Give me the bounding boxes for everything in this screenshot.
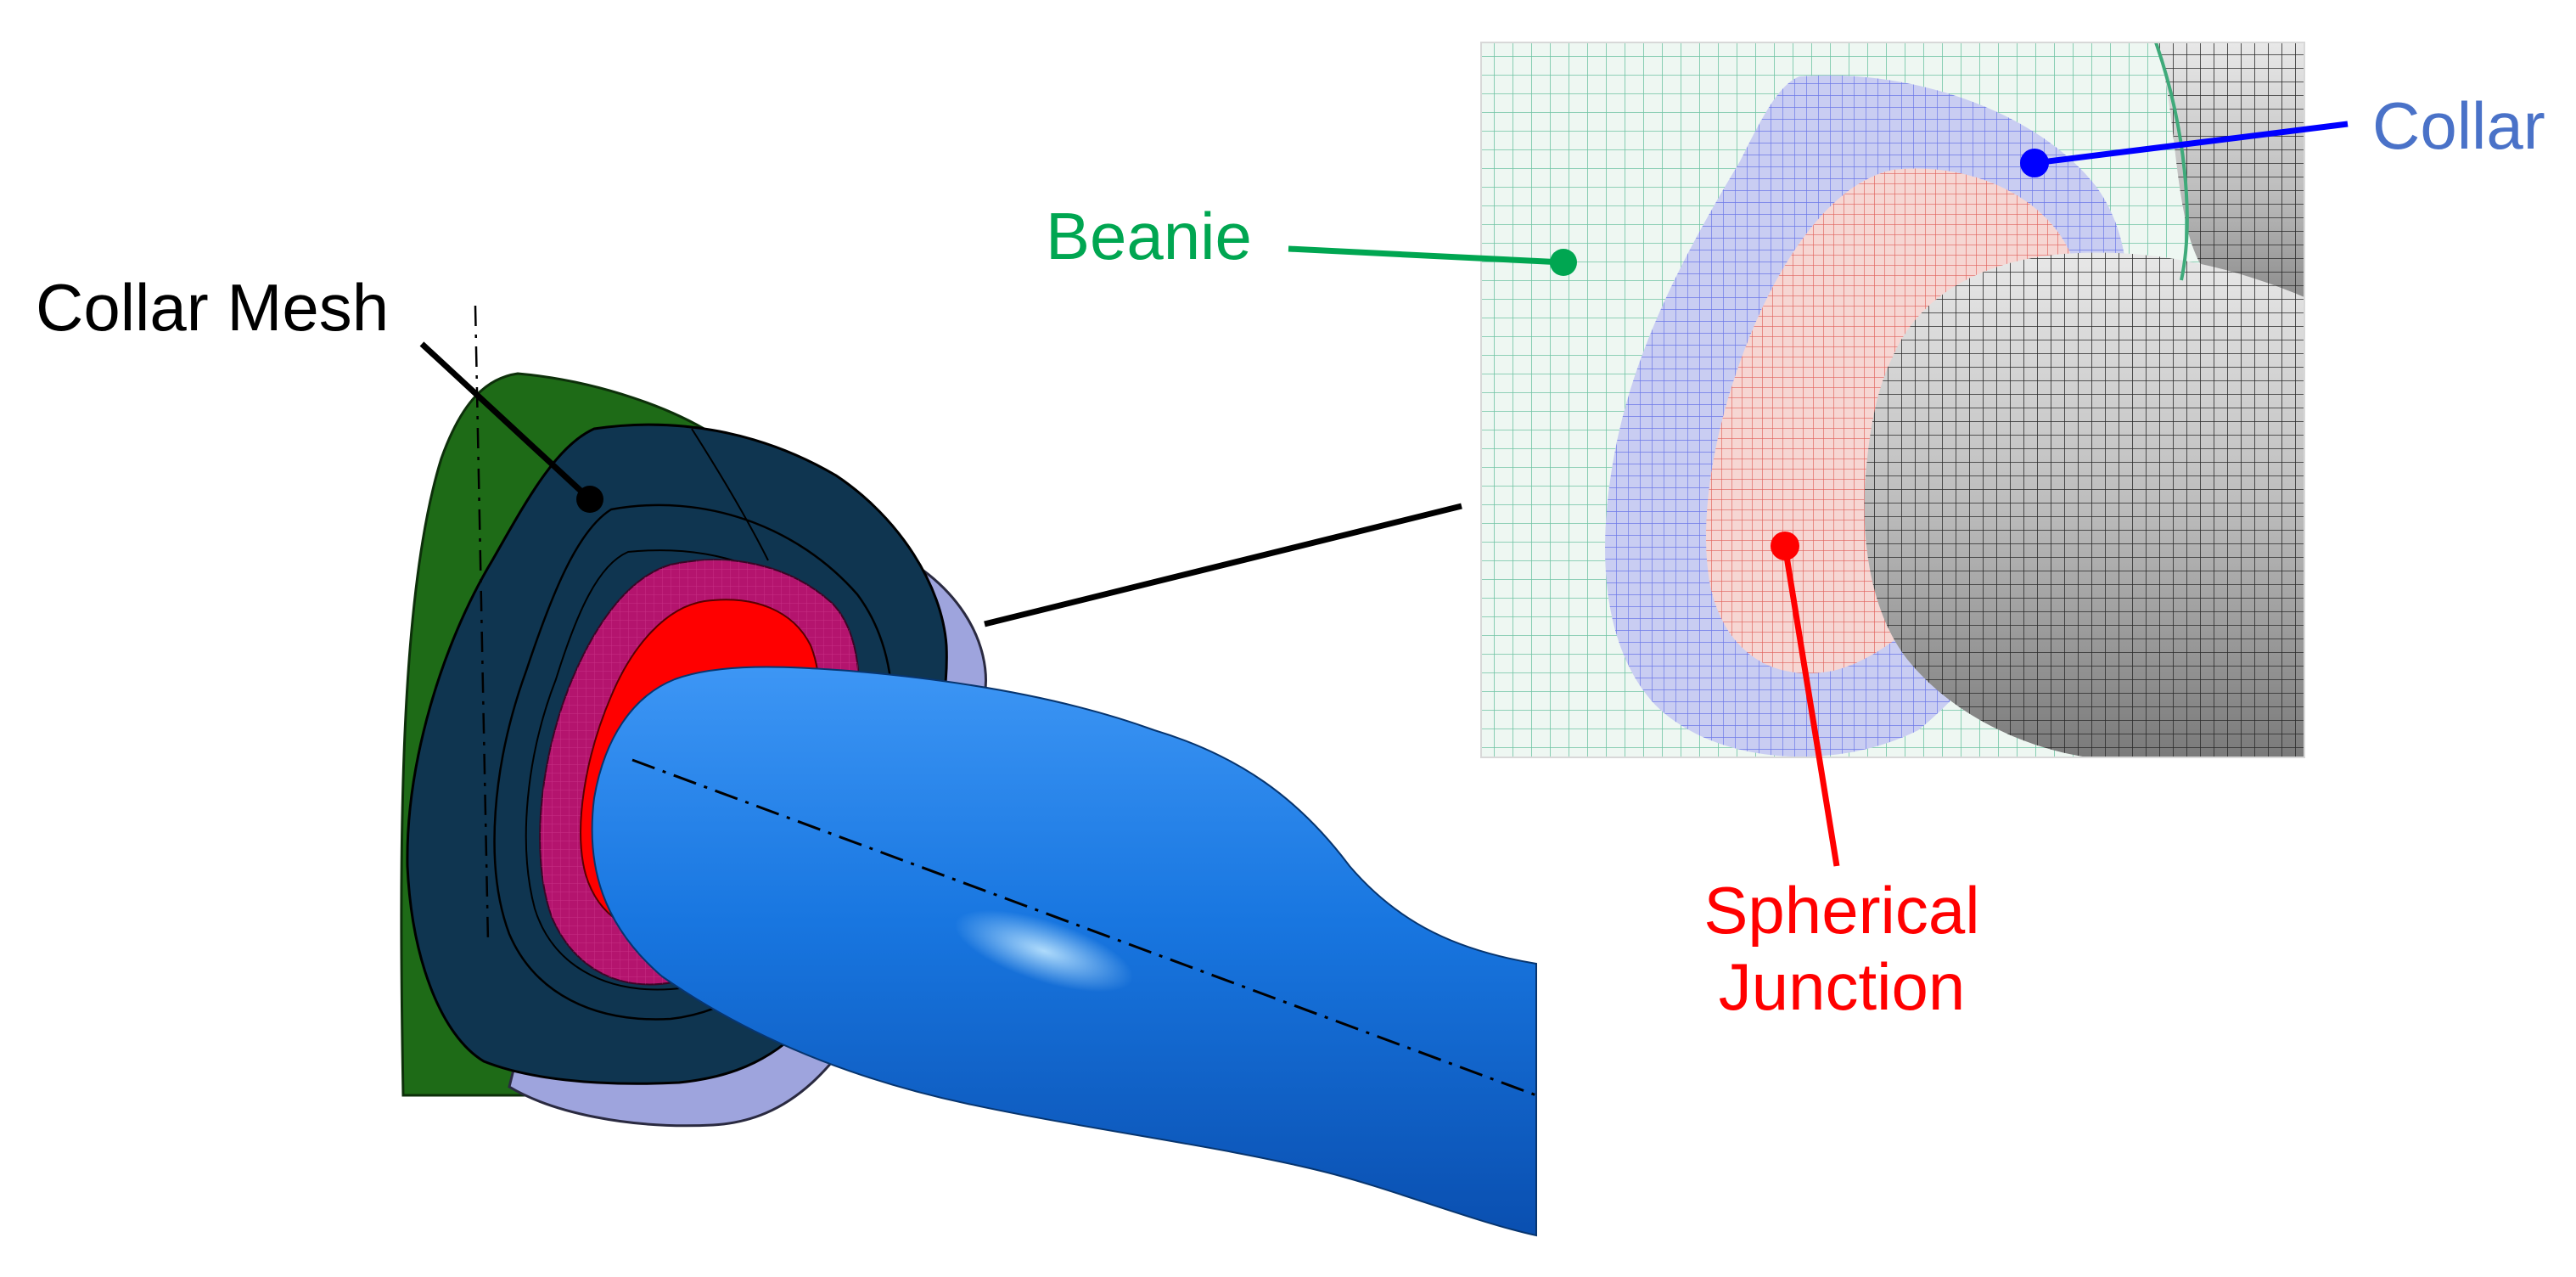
beanie-label: Beanie bbox=[1046, 199, 1252, 273]
collar-label: Collar bbox=[2372, 88, 2545, 163]
collar-seam bbox=[691, 428, 769, 561]
collar-contour-1 bbox=[493, 503, 894, 1021]
spherical-leader bbox=[1782, 545, 1840, 867]
inset-frame bbox=[1480, 42, 2305, 758]
spherical-junction-label-line2: Junction bbox=[1718, 948, 1966, 1024]
spherical-marker bbox=[1771, 532, 1799, 560]
axis-vertical bbox=[474, 305, 490, 943]
collar-mesh-marker bbox=[576, 486, 603, 513]
collar-mesh-leader bbox=[419, 341, 592, 502]
collar-marker bbox=[2020, 149, 2049, 177]
beanie-marker bbox=[1550, 249, 1577, 276]
blue-body-highlight bbox=[954, 909, 1134, 993]
inset-detail bbox=[1481, 42, 2304, 757]
spherical-junction-label-line1: Spherical bbox=[1703, 873, 1980, 948]
spherical-junction-label: Spherical Junction bbox=[1685, 873, 1999, 1025]
beanie-leader bbox=[1288, 245, 1564, 266]
zoom-connector bbox=[984, 503, 1462, 627]
main-model bbox=[400, 305, 1537, 1237]
collar-leader bbox=[2034, 121, 2349, 166]
axis-horizontal bbox=[631, 758, 1537, 1097]
collar-mesh-label: Collar Mesh bbox=[36, 270, 390, 345]
inset-beanie-rim bbox=[2154, 42, 2189, 281]
